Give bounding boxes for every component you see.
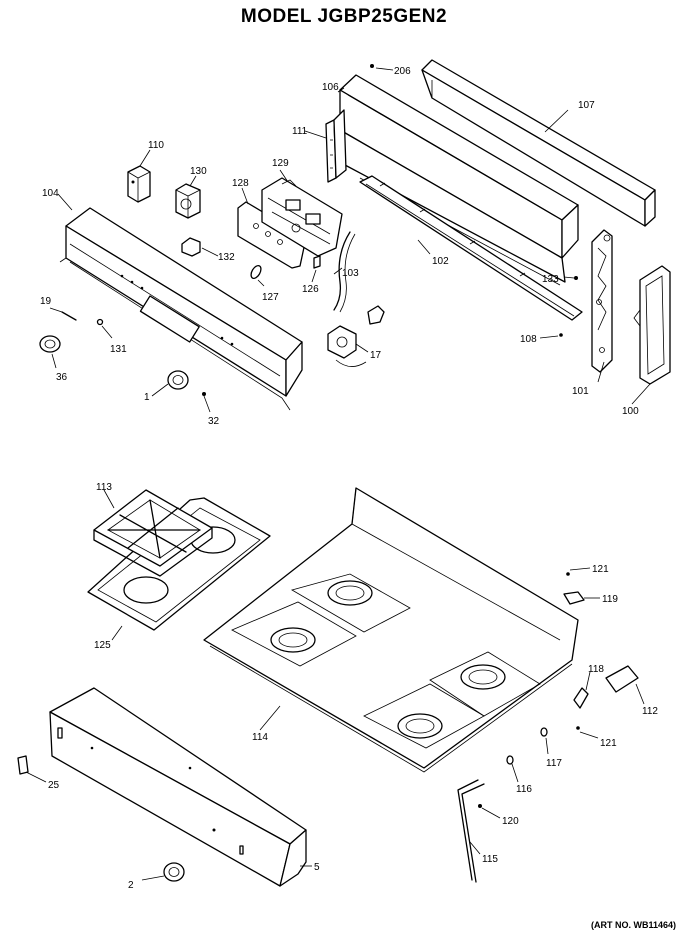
label-36: 36: [56, 372, 68, 383]
label-1: 1: [144, 392, 150, 403]
label-131: 131: [110, 344, 127, 355]
part-117: [540, 727, 548, 737]
label-113: 113: [96, 482, 112, 493]
label-100: 100: [622, 406, 639, 417]
part-32-screw: [202, 392, 206, 396]
part-25-clip: [17, 755, 29, 775]
part-127-lamp: [250, 264, 262, 280]
label-132: 132: [218, 252, 235, 263]
label-133: 133: [542, 274, 559, 285]
part-130-ignition-module: [175, 183, 201, 219]
part-116: [506, 755, 514, 765]
part-128-switch-plate: [237, 201, 307, 269]
label-117: 117: [546, 758, 562, 769]
label-19: 19: [40, 296, 52, 307]
label-118: 118: [588, 664, 604, 675]
label-130: 130: [190, 166, 207, 177]
label-128: 128: [232, 178, 249, 189]
label-110: 110: [148, 140, 164, 151]
part-104-control-panel: [59, 207, 303, 411]
label-121-top: 121: [592, 564, 609, 575]
part-131: [96, 318, 104, 326]
part-119: [563, 591, 585, 605]
part-103-tube: [333, 231, 351, 311]
part-120: [478, 804, 482, 808]
part-19-screw: [61, 311, 77, 321]
label-115: 115: [482, 854, 498, 865]
label-126: 126: [302, 284, 319, 295]
part-129-clock: [261, 177, 343, 257]
part-100-end-panel: [633, 265, 671, 385]
label-101: 101: [572, 386, 589, 397]
label-25: 25: [48, 780, 60, 791]
part-1-knob: [167, 370, 189, 390]
part-labels: 206 106 107 111 110 130 129 128 104 132 …: [40, 66, 658, 891]
part-125-drip-pan: [87, 497, 271, 631]
part-110-relay: [127, 165, 151, 203]
part-107-rear-trim: [421, 59, 656, 227]
label-120: 120: [502, 816, 519, 827]
label-116: 116: [516, 784, 532, 795]
part-36-knob: [39, 335, 61, 353]
part-2-knob: [163, 862, 185, 882]
label-106: 106: [322, 82, 339, 93]
part-106-backsplash: [339, 64, 579, 286]
part-121-bottom: [576, 726, 580, 730]
label-119: 119: [602, 594, 618, 605]
part-5-manifold-panel: [49, 687, 307, 887]
label-5: 5: [314, 862, 320, 873]
label-121-bottom: 121: [600, 738, 617, 749]
part-114-cooktop: [203, 487, 579, 773]
label-102: 102: [432, 256, 449, 267]
label-129: 129: [272, 158, 289, 169]
label-107: 107: [578, 100, 595, 111]
label-111: 111: [292, 126, 308, 137]
part-112-bracket: [605, 665, 639, 693]
leader-lines: [25, 67, 651, 881]
label-103: 103: [342, 268, 359, 279]
part-101-side-bracket: [574, 229, 613, 373]
label-112: 112: [642, 706, 658, 717]
label-108: 108: [520, 334, 537, 345]
label-114: 114: [252, 732, 268, 743]
label-32: 32: [208, 416, 220, 427]
label-127: 127: [262, 292, 279, 303]
label-2: 2: [128, 880, 134, 891]
part-132-switch: [181, 237, 201, 257]
diagram-title: MODEL JGBP25GEN2: [240, 6, 448, 27]
part-118-hinge: [573, 687, 589, 709]
label-206: 206: [394, 66, 411, 77]
label-17: 17: [370, 350, 382, 361]
part-121-top: [566, 572, 570, 576]
part-126-clip: [313, 255, 321, 269]
part-115-support-rod: [457, 779, 485, 883]
part-17-valve: [327, 305, 385, 367]
part-113-grate: [93, 489, 213, 577]
part-111-end-bracket: [325, 109, 347, 183]
label-104: 104: [42, 188, 59, 199]
art-number: (ART NO. WB11464): [590, 920, 676, 930]
label-125: 125: [94, 640, 111, 651]
part-102-manifold: [359, 175, 583, 337]
